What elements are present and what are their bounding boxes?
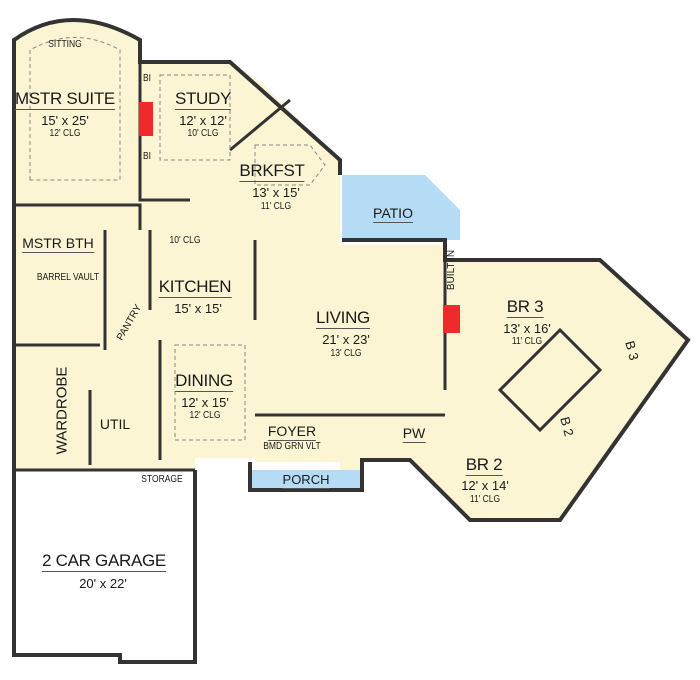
- label-brkfst: BRKFST: [239, 161, 305, 182]
- label-storage: STORAGE: [141, 474, 183, 485]
- label-pw: PW: [402, 425, 426, 443]
- size-br3: 13' x 16': [503, 321, 551, 336]
- label-sitting: SITTING: [48, 39, 82, 50]
- size-brkfst: 13' x 15': [252, 185, 300, 200]
- label-bmd-grn-vlt: BMD GRN VLT: [263, 441, 321, 452]
- garage-fill: [14, 490, 197, 655]
- label-living: LIVING: [316, 308, 370, 329]
- clg-mstr-suite: 12' CLG: [49, 128, 81, 139]
- label-patio: PATIO: [373, 205, 413, 223]
- interior-fill: [14, 20, 688, 520]
- label-bi-top: BI: [142, 73, 152, 84]
- label-wardrobe: WARDROBE: [53, 366, 71, 455]
- label-dining: DINING: [175, 371, 233, 392]
- patio-fill: [342, 175, 460, 240]
- fireplace-living: [443, 305, 460, 333]
- size-garage: 20' x 22': [79, 576, 127, 591]
- porch-fill: [250, 470, 362, 490]
- size-living: 21' x 23': [322, 332, 370, 347]
- size-dining: 12' x 15': [181, 395, 229, 410]
- label-util: UTIL: [99, 416, 131, 432]
- label-barrel-vault: BARREL VAULT: [36, 272, 100, 283]
- size-study: 12' x 12': [179, 113, 227, 128]
- interior-walls: [14, 62, 603, 522]
- clg-brkfst: 11' CLG: [260, 201, 292, 212]
- clg-study: 10' CLG: [187, 128, 219, 139]
- size-br2: 12' x 14': [461, 478, 509, 493]
- label-foyer: FOYER: [267, 423, 317, 441]
- size-mstr-suite: 15' x 25': [41, 113, 89, 128]
- clg-br3: 11' CLG: [511, 336, 543, 347]
- clg-kitchen: 10' CLG: [169, 235, 201, 246]
- label-porch: PORCH: [282, 472, 330, 489]
- label-bi-bottom: BI: [142, 151, 152, 162]
- label-built-in: BUILT IN: [446, 249, 457, 291]
- size-kitchen: 15' x 15': [174, 301, 222, 316]
- clg-living: 13' CLG: [330, 348, 362, 359]
- clg-br2: 11' CLG: [469, 494, 501, 505]
- label-mstr-bth: MSTR BTH: [22, 235, 94, 253]
- ceiling-outlines: [29, 37, 326, 441]
- label-study: STUDY: [174, 89, 232, 110]
- label-br2: BR 2: [465, 455, 503, 476]
- label-mstr-suite: MSTR SUITE: [15, 89, 115, 110]
- label-br3: BR 3: [506, 297, 544, 318]
- label-garage: 2 CAR GARAGE: [42, 551, 166, 572]
- label-kitchen: KITCHEN: [158, 277, 232, 298]
- fireplace-bedroom: [139, 102, 153, 136]
- clg-dining: 12' CLG: [189, 410, 221, 421]
